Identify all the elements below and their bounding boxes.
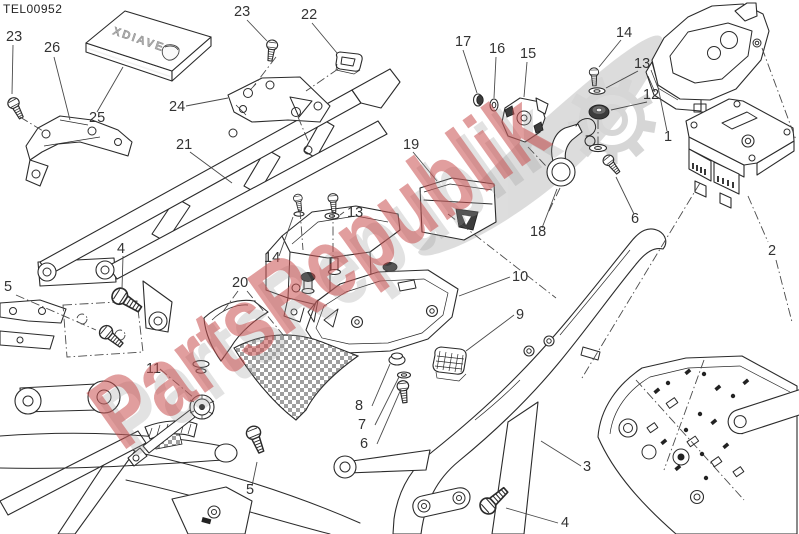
callout-3: 3 [583, 459, 591, 475]
callout-25: 25 [89, 110, 105, 126]
part-fusebox-cover-19 [419, 177, 497, 241]
part-nut-17 [472, 93, 484, 107]
callout-13-a: 13 [634, 56, 650, 72]
callout-15: 15 [520, 46, 536, 62]
bolt-5-bottom [243, 423, 269, 456]
callout-5-a: 5 [4, 279, 12, 295]
bolt-6-right [600, 152, 624, 177]
callout-4-a: 4 [117, 241, 125, 257]
bolt-4-left [108, 284, 146, 317]
part-owners-manual: XDIAVEL [85, 10, 212, 82]
part-ecu-cover-1 [645, 2, 770, 113]
callout-14-a: 14 [616, 25, 632, 41]
callout-4-b: 4 [561, 515, 569, 531]
part-grid-pad-9 [432, 346, 467, 382]
shield-logo-icon [161, 44, 180, 61]
callout-1: 1 [664, 129, 672, 145]
part-plate-24 [227, 76, 331, 123]
callout-24: 24 [169, 99, 185, 115]
main-frame [0, 280, 361, 534]
callouts: 23 26 25 24 21 23 22 19 17 16 15 14 13 1… [4, 4, 776, 531]
part-gas-strut [727, 381, 799, 435]
part-rubber-pad-22 [335, 51, 363, 75]
part-washer-13-mid [324, 212, 340, 220]
callout-20: 20 [232, 275, 248, 291]
callout-8: 8 [355, 398, 363, 414]
callout-7: 7 [358, 417, 366, 433]
callout-14-b: 14 [264, 250, 280, 266]
callout-16: 16 [489, 41, 505, 57]
callout-9: 9 [516, 307, 524, 323]
part-sensor-15 [501, 97, 549, 143]
screw-14-mid [292, 193, 305, 213]
part-washer-7 [396, 371, 412, 379]
part-rubber-buffer-a [300, 272, 316, 295]
part-ecu-2 [685, 98, 795, 209]
part-left-subframe-21 [37, 68, 401, 287]
part-washer-13-right [588, 87, 606, 95]
callout-12: 12 [643, 87, 659, 103]
construction-lines [15, 47, 797, 399]
part-rubber-sheet-20 [203, 299, 269, 362]
callout-6-a: 6 [631, 211, 639, 227]
callout-18: 18 [530, 224, 546, 240]
part-checkered-mat-20 [233, 334, 360, 421]
part-code: TEL00952 [3, 2, 62, 16]
callout-26: 26 [44, 40, 60, 56]
part-washer-14-mid [293, 211, 305, 217]
callout-11: 11 [146, 361, 161, 377]
part-bracket-26 [25, 115, 133, 187]
callout-10: 10 [512, 269, 528, 285]
bolt-23-left [5, 95, 28, 122]
part-grommet-8 [388, 352, 406, 366]
part-bracket-18 [546, 118, 597, 187]
callout-22: 22 [301, 7, 317, 23]
callout-2: 2 [768, 243, 776, 259]
part-washer-under-grommet [588, 143, 608, 153]
screw-23-top [263, 38, 279, 63]
part-right-subframe-3 [333, 228, 667, 534]
leader-lines [11, 19, 668, 524]
callout-17: 17 [455, 34, 471, 50]
part-grommet-12 [588, 104, 610, 120]
callout-21: 21 [176, 137, 192, 153]
callout-6-b: 6 [360, 436, 368, 452]
callout-23-b: 23 [234, 4, 250, 20]
part-washer-16 [489, 98, 499, 112]
part-undertail-tray [597, 355, 799, 534]
part-heat-guard-11 [127, 394, 215, 467]
callout-19: 19 [403, 137, 419, 153]
part-link-rod [412, 487, 471, 518]
screw-6-bottom [395, 379, 412, 404]
callout-5-b: 5 [246, 482, 254, 498]
callout-23-a: 23 [6, 29, 22, 45]
callout-13-b: 13 [347, 205, 363, 221]
